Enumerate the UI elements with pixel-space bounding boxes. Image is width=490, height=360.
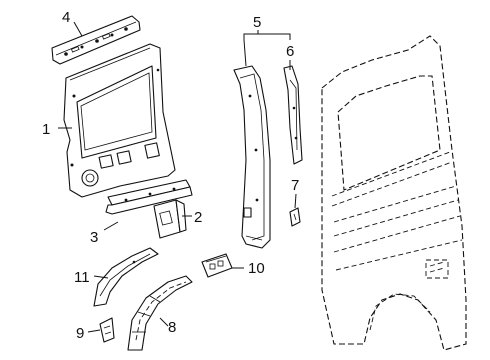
callout-7: 7 — [291, 177, 299, 194]
part-2-bracket — [153, 199, 187, 239]
callout-10: 10 — [248, 260, 265, 277]
leader-lines — [58, 21, 297, 333]
part-6-pillar-reinforcement — [283, 65, 303, 165]
part-1-side-panel-inner — [63, 43, 176, 198]
part-9-small-bracket — [99, 317, 115, 343]
callout-9: 9 — [76, 325, 84, 342]
callout-6: 6 — [286, 43, 294, 60]
part-7-clip — [289, 207, 301, 227]
callout-1: 1 — [42, 121, 50, 138]
part-5-rear-pillar — [233, 65, 271, 249]
part-8-wheelhouse-liner — [127, 275, 193, 351]
callout-numbers: 4 1 3 2 5 6 7 10 11 8 9 — [42, 9, 299, 342]
part-11-wheelhouse-arch — [93, 247, 159, 307]
outer-body-side-panel — [321, 35, 467, 351]
callout-8: 8 — [168, 319, 176, 336]
callout-3: 3 — [90, 229, 98, 246]
callout-5: 5 — [253, 14, 261, 31]
part-4-header-rail — [51, 15, 141, 65]
part-10-plate — [201, 253, 233, 278]
callout-11: 11 — [74, 269, 90, 286]
part-3-lower-rail — [105, 179, 193, 215]
callout-2: 2 — [194, 209, 202, 226]
callout-4: 4 — [62, 9, 70, 26]
